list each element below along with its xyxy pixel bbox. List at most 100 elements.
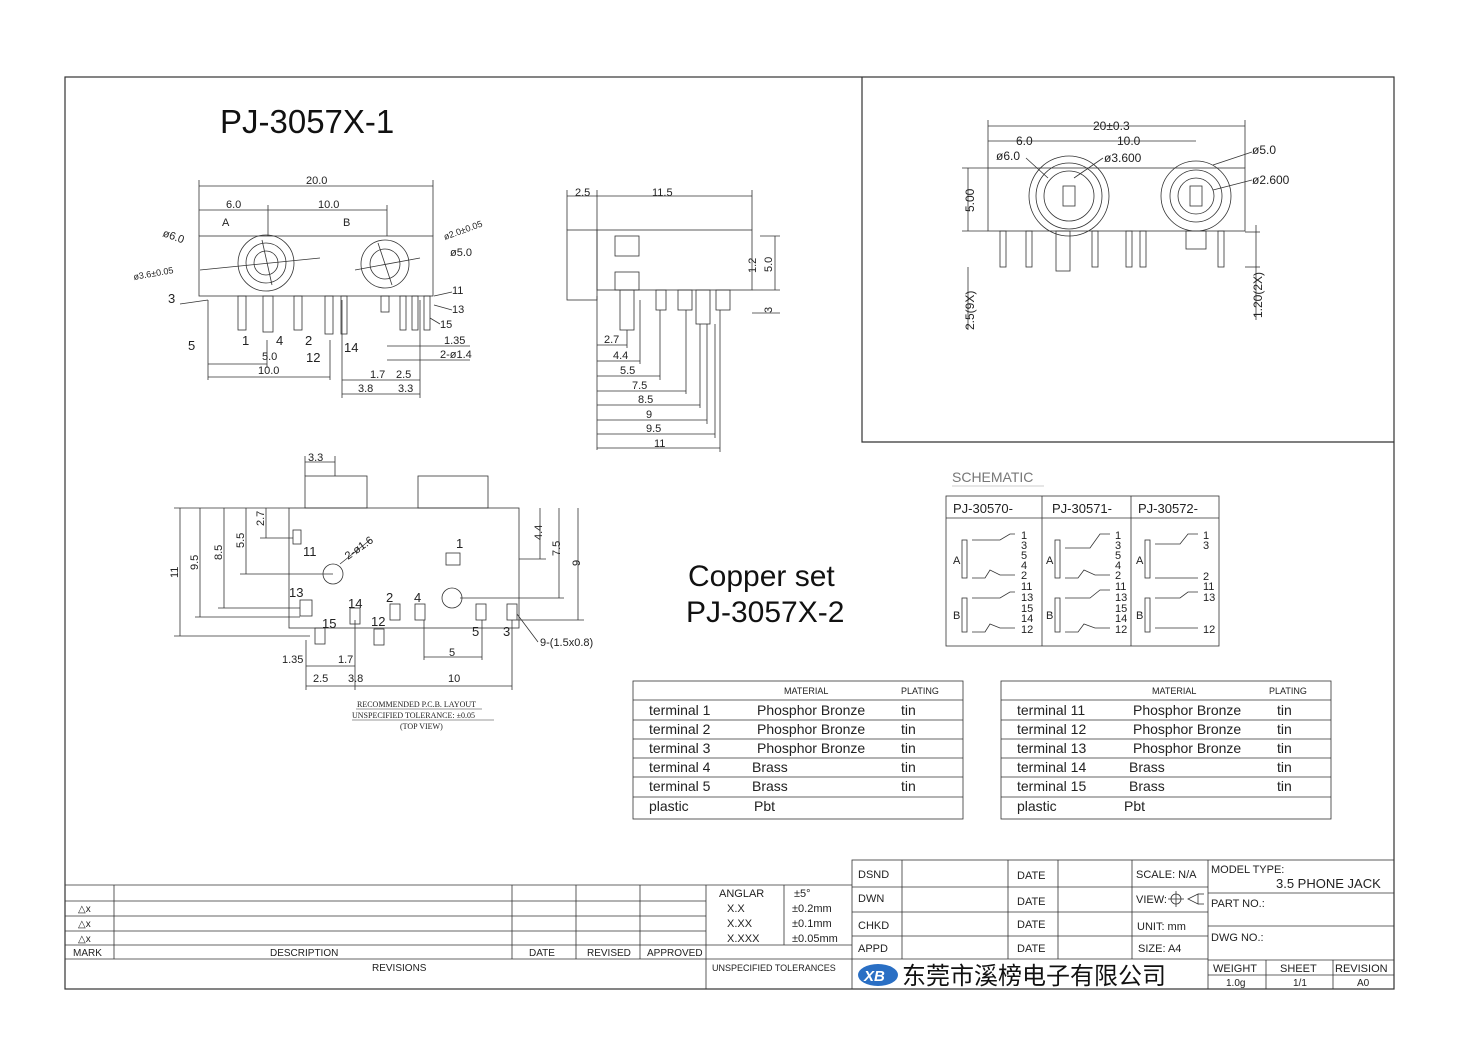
pcb-caption-line3: (TOP VIEW) [400, 722, 443, 731]
drawing-label: 3.8 [358, 383, 373, 395]
company-logo: XB [858, 964, 898, 986]
drawing-label: 7.5 [551, 541, 563, 556]
drawing-label: MODEL TYPE: [1211, 864, 1284, 876]
drawing-label: B [343, 217, 350, 229]
drawing-label: ANGLAR [719, 888, 764, 900]
drawing-label: ±0.1mm [792, 918, 832, 930]
side-view-dims: 2.5 11.5 5.0 1.2 3 2.7 4.4 5.5 7.5 8.5 9… [575, 187, 775, 450]
drawing-label: PJ-30570- [953, 501, 1013, 516]
detail-view [962, 120, 1260, 330]
drawing-label: 11.5 [652, 187, 673, 199]
drawing-label: XB [863, 968, 885, 985]
drawing-label: 2 [305, 333, 312, 348]
drawing-label: 11 [1021, 581, 1032, 593]
drawing-label: 4.4 [613, 350, 628, 362]
drawing-label: 2 [1021, 570, 1027, 582]
drawing-label: Phosphor Bronze [757, 721, 865, 737]
drawing-label: 4 [1021, 560, 1027, 572]
drawing-label: tin [1277, 702, 1292, 718]
drawing-label: 3 [1021, 540, 1027, 552]
drawing-label: ø5.0 [450, 247, 472, 259]
drawing-label: APPD [858, 943, 888, 955]
drawing-label: 20±0.3 [1093, 119, 1130, 133]
drawing-label: 3.3 [308, 452, 323, 464]
drawing-label: 2.7 [255, 511, 267, 526]
drawing-label: 2 [1115, 570, 1121, 582]
drawing-label: terminal 2 [649, 721, 711, 737]
schematic-table [945, 495, 1220, 647]
drawing-label: 5 [1021, 550, 1027, 562]
drawing-label: tin [1277, 759, 1292, 775]
sheet-border [64, 76, 1395, 990]
drawing-label: 2.5 [575, 187, 590, 199]
drawing-label: PART NO.: [1211, 898, 1265, 910]
drawing-label: 4 [1115, 560, 1121, 572]
copper-title-line1: Copper set [688, 560, 835, 593]
drawing-label: 2 [386, 590, 393, 605]
drawing-label: X.XXX [727, 933, 760, 945]
drawing-label: 1.2 [747, 258, 759, 273]
drawing-label: B [953, 610, 960, 622]
company-name: 东莞市溪榜电子有限公司 [902, 963, 1166, 990]
drawing-label: tin [901, 740, 916, 756]
drawing-label: 12 [1021, 624, 1033, 636]
drawing-label: 6.0 [1016, 134, 1033, 148]
revision-mark-3: △x [78, 934, 91, 945]
drawing-label: DATE [1017, 919, 1046, 931]
drawing-label: 1.20(2X) [1251, 272, 1265, 318]
drawing-label: 10.0 [1117, 134, 1141, 148]
drawing-label: 9 [646, 409, 652, 421]
model-type: 3.5 PHONE JACK [1276, 876, 1381, 891]
drawing-label: DATE [529, 948, 555, 959]
drawing-label: 12 [306, 350, 320, 365]
schematic-text: PJ-30570- PJ-30571- PJ-30572- A B A B A … [953, 501, 1215, 636]
drawing-label: 15 [1115, 603, 1127, 615]
drawing-label: terminal 11 [1017, 702, 1085, 718]
drawing-label: 4.4 [533, 525, 545, 540]
pcb-caption: RECOMMENDED P.C.B. LAYOUT UNSPECIFIED TO… [352, 700, 476, 731]
drawing-label: B [1136, 610, 1143, 622]
drawing-label: 1 [1115, 530, 1121, 542]
drawing-label: 12 [1115, 624, 1127, 636]
drawing-label: 11 [654, 438, 665, 450]
drawing-label: 3 [1115, 540, 1121, 552]
drawing-label: 11 [1203, 581, 1214, 593]
drawing-label: 5 [449, 647, 455, 659]
drawing-label: SHEET [1280, 963, 1317, 975]
drawing-label: 2.5 [313, 673, 328, 685]
drawing-label: tin [901, 721, 916, 737]
detail-frame [861, 77, 1394, 443]
drawing-label: A [1136, 555, 1144, 567]
drawing-label: terminal 5 [649, 778, 711, 794]
drawing-label: tin [1277, 740, 1292, 756]
drawing-label: 3 [168, 291, 175, 306]
drawing-label: plastic [649, 798, 689, 814]
drawing-label: 15 [1021, 603, 1033, 615]
drawing-label: MARK [73, 948, 102, 959]
drawing-label: DATE [1017, 896, 1046, 908]
drawing-label: 9-(1.5x0.8) [540, 637, 593, 649]
drawing-label: 12 [371, 614, 385, 629]
drawing-label: 2.5 [396, 369, 411, 381]
title-block-text: DSND DATE DWN DATE CHKD DATE APPD DATE S… [858, 864, 1388, 990]
drawing-label: ±5° [794, 888, 811, 900]
drawing-label: 2-ø1.4 [440, 349, 472, 361]
drawing-label: X.XX [727, 918, 753, 930]
drawing-label: 1.7 [370, 369, 385, 381]
drawing-label: 1.35 [282, 654, 303, 666]
drawing-label: 4 [414, 590, 421, 605]
drawing-label: 1 [1021, 530, 1027, 542]
front-view-dims: 20.0 6.0 10.0 A B ø6.0 ø3.6±0.05 ø2.0±0.… [133, 175, 484, 395]
drawing-label: 12 [1203, 624, 1215, 636]
drawing-label: 3.8 [348, 673, 363, 685]
drawing-label: Phosphor Bronze [1133, 740, 1241, 756]
drawing-label: CHKD [858, 920, 889, 932]
drawing-label: 9 [571, 560, 583, 566]
drawing-label: 13 [1203, 592, 1215, 604]
drawing-label: Brass [752, 778, 788, 794]
drawing-label: A0 [1357, 978, 1370, 989]
drawing-label: 3 [763, 307, 775, 313]
drawing-label: 8.5 [213, 545, 225, 560]
drawing-label: 3 [1203, 540, 1209, 552]
